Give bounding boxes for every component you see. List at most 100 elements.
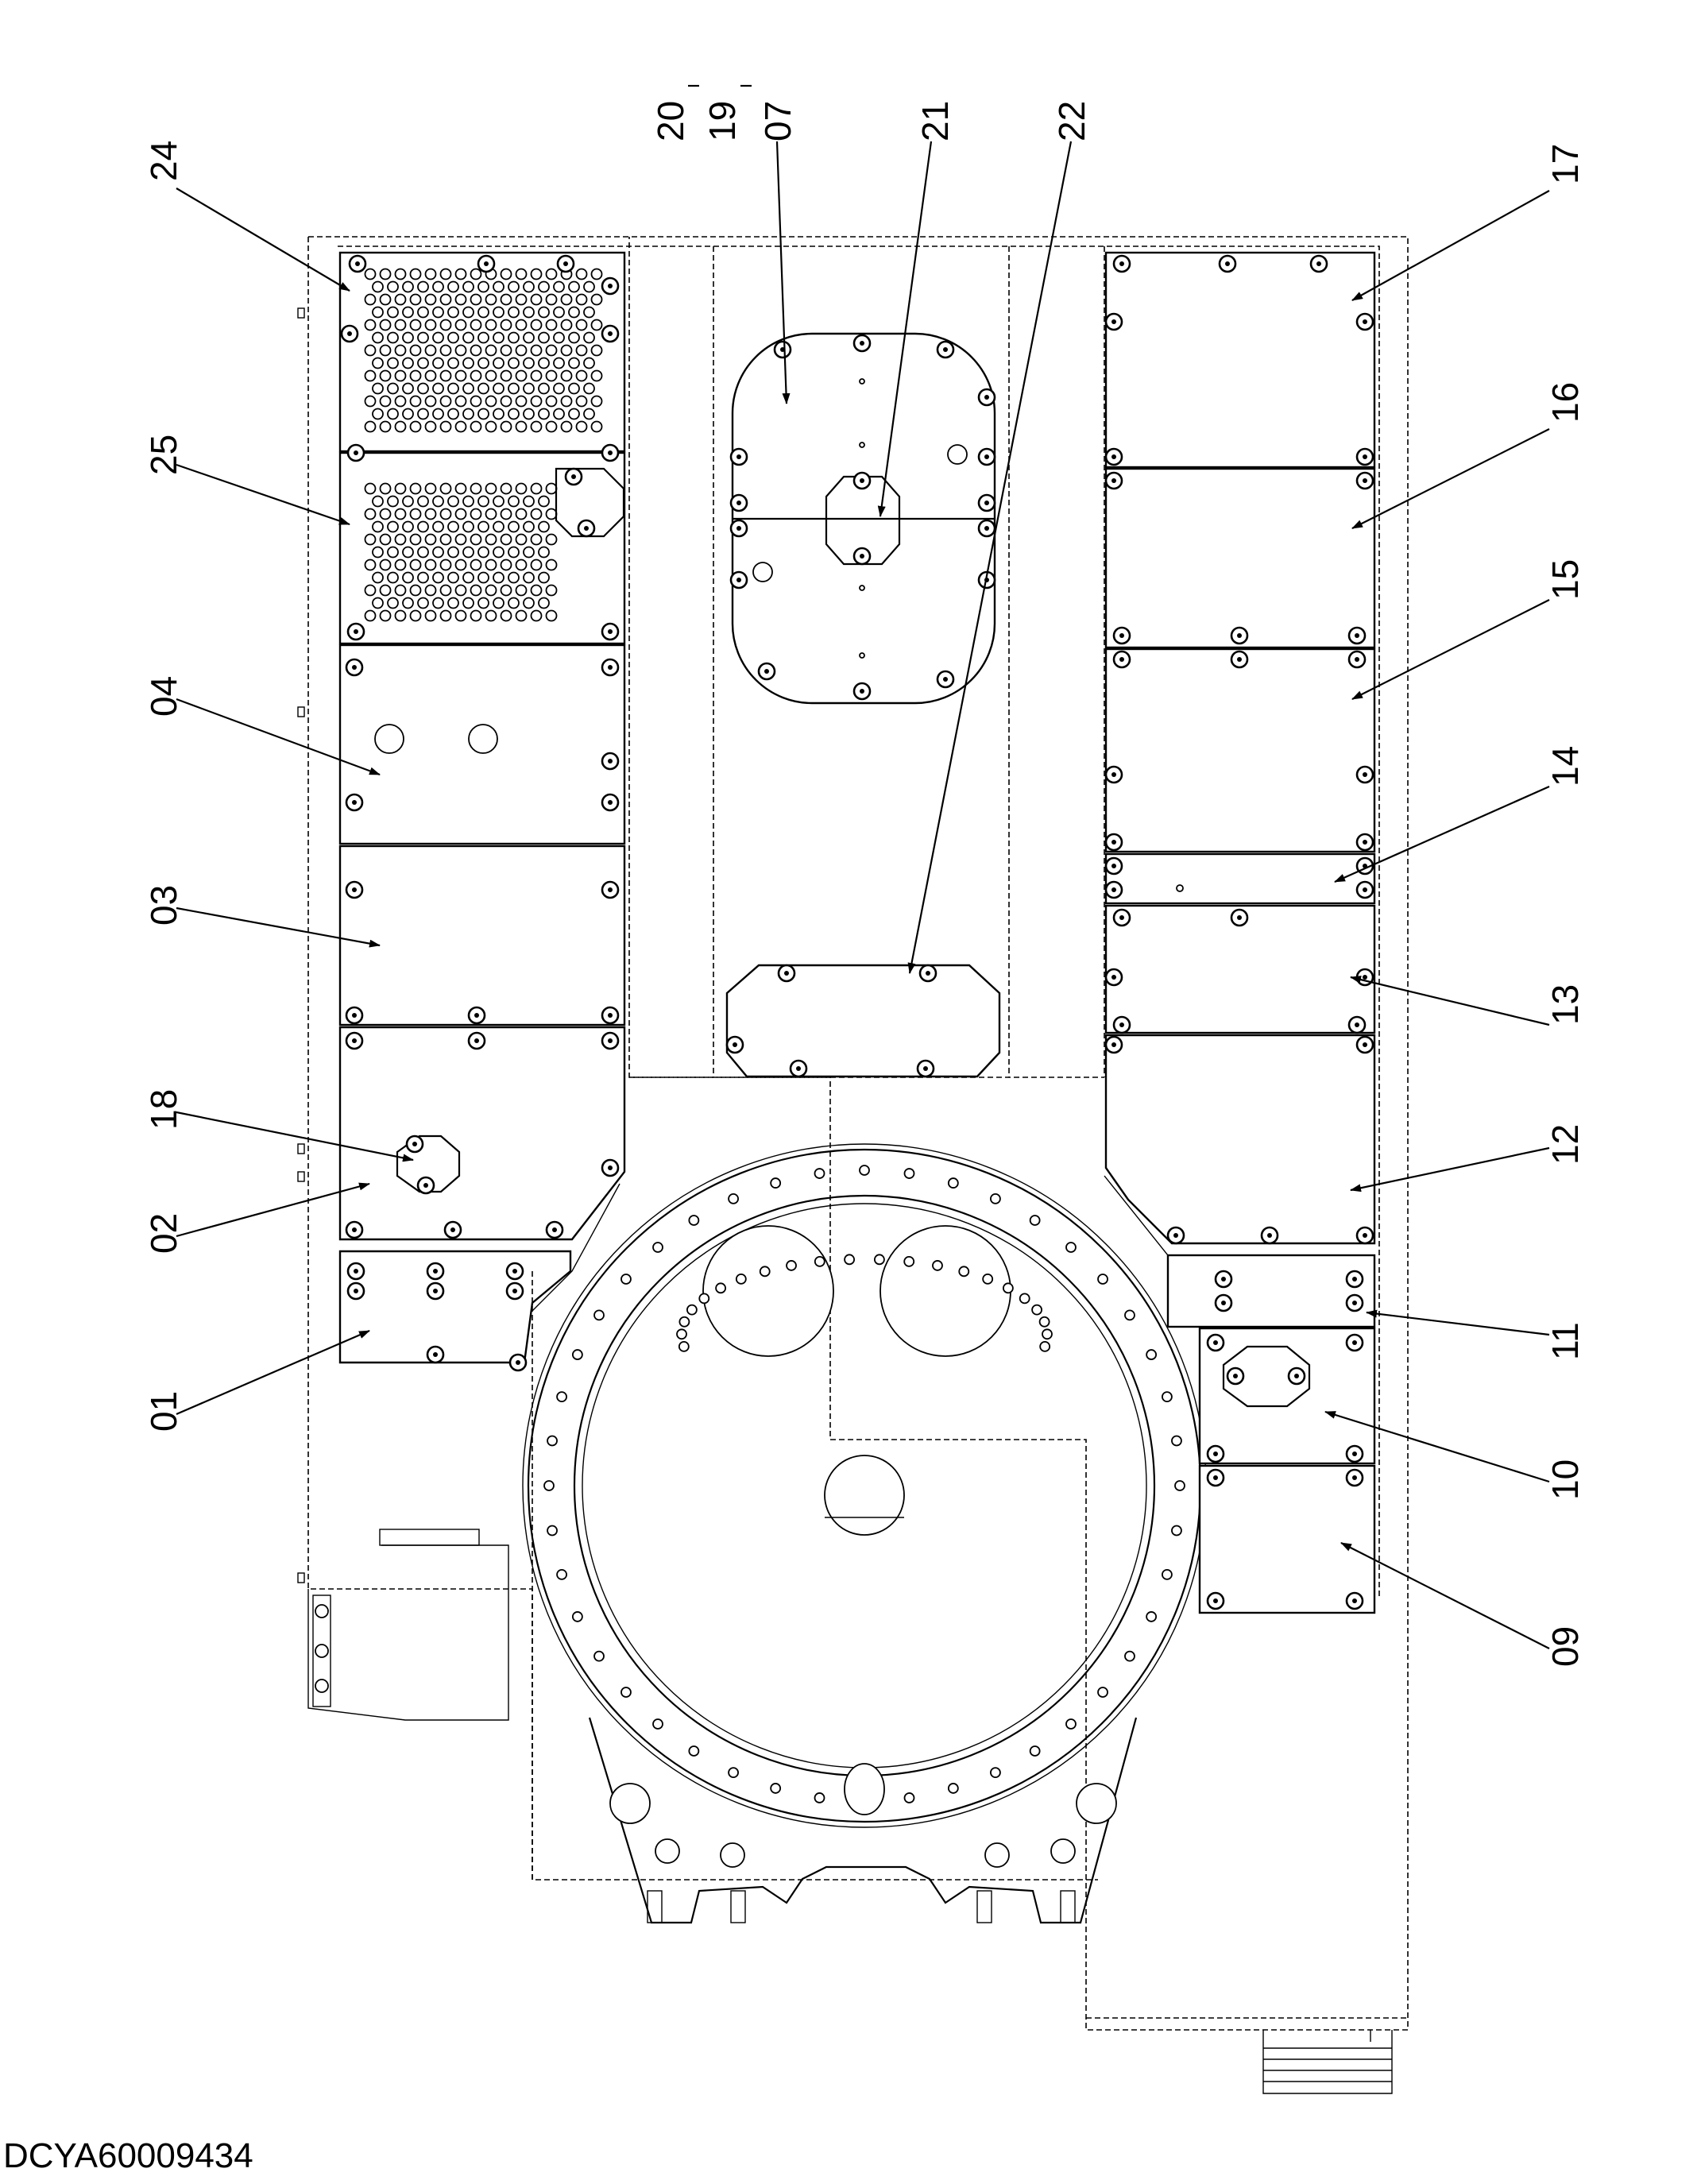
callout-04: 04 — [143, 676, 184, 717]
perforation-hole — [515, 369, 528, 382]
perforation-hole — [477, 280, 489, 293]
perforation-hole — [394, 420, 407, 433]
perforation-hole — [545, 559, 558, 571]
perforation-hole — [387, 280, 399, 293]
inner-bolt-hole — [759, 1266, 771, 1278]
ring-bolt-hole — [859, 1165, 870, 1176]
ring-bolt-hole — [990, 1767, 1001, 1779]
perforation-hole — [372, 546, 384, 559]
perforation-hole — [387, 331, 399, 344]
perforation-hole — [439, 533, 452, 546]
perforation-hole — [387, 495, 399, 508]
perforation-hole — [364, 420, 377, 433]
perforation-hole — [500, 584, 512, 597]
inner-bolt-hole — [982, 1273, 994, 1285]
perforation-hole — [462, 520, 474, 533]
perforation-hole — [379, 319, 392, 331]
leader-11 — [1366, 1309, 1550, 1336]
callout-labels: 24 25 04 03 18 02 01 20 19 07 21 22 17 1… — [143, 84, 1586, 1667]
perforation-hole — [462, 597, 474, 609]
perforation-hole — [447, 546, 459, 559]
perforation-hole — [394, 319, 407, 331]
perforation-hole — [432, 280, 444, 293]
ring-bolt-hole — [593, 1650, 605, 1662]
bottom-grille — [1262, 2030, 1393, 2094]
leader-18 — [176, 1111, 414, 1162]
perforation-hole — [364, 584, 377, 597]
inner-bolt-hole — [1019, 1293, 1030, 1305]
ring-bolt-hole — [947, 1783, 959, 1794]
perforation-hole — [424, 533, 437, 546]
perforation-hole — [568, 357, 580, 369]
ring-bolt-hole — [652, 1718, 663, 1730]
perforation-hole — [477, 495, 489, 508]
perforation-hole — [523, 571, 535, 584]
perforation-hole — [493, 408, 505, 420]
ring-bolt-hole — [728, 1767, 739, 1779]
perforation-hole — [447, 571, 459, 584]
perforation-hole — [485, 395, 497, 408]
perforation-hole — [372, 571, 384, 584]
perforation-hole — [500, 559, 512, 571]
perforation-hole — [439, 609, 452, 622]
perforation-hole — [432, 546, 444, 559]
perforation-hole — [583, 357, 595, 369]
perforation-hole — [394, 508, 407, 520]
callout-20: 20 — [650, 101, 691, 141]
perforation-hole — [470, 584, 482, 597]
ring-bolt-hole — [556, 1391, 567, 1403]
perforation-hole — [470, 319, 482, 331]
perforation-hole — [394, 369, 407, 382]
perforation-hole — [590, 319, 603, 331]
perforation-hole — [575, 344, 588, 357]
ring-bolt-hole — [620, 1687, 632, 1698]
perforation-hole — [583, 280, 595, 293]
perforation-hole — [508, 306, 520, 319]
perforation-hole — [560, 395, 573, 408]
perforation-hole — [530, 420, 543, 433]
perforation-hole — [568, 408, 580, 420]
perforation-hole — [372, 495, 384, 508]
perforation-hole — [364, 268, 377, 280]
perforation-hole — [477, 306, 489, 319]
inner-bolt-hole — [1002, 1282, 1014, 1294]
perforation-hole — [432, 382, 444, 395]
perforation-hole — [568, 382, 580, 395]
perforation-hole — [402, 382, 414, 395]
ring-bolt-hole — [688, 1215, 700, 1226]
perforation-hole — [470, 293, 482, 306]
perforation-hole — [454, 293, 467, 306]
perforation-hole — [394, 533, 407, 546]
panel-09 — [1198, 1464, 1376, 1614]
perforation-hole — [387, 408, 399, 420]
perforation-hole — [439, 395, 452, 408]
perforation-hole — [364, 559, 377, 571]
ring-bolt-hole — [556, 1568, 567, 1580]
perforation-hole — [560, 319, 573, 331]
ring-bolt-hole — [814, 1792, 825, 1803]
callout-11: 11 — [1544, 1322, 1586, 1360]
perforation-hole — [387, 571, 399, 584]
perforation-hole — [538, 306, 550, 319]
callout-14: 14 — [1544, 746, 1586, 787]
perforation-hole — [402, 597, 414, 609]
panel-02 — [338, 1026, 626, 1241]
inner-bolt-hole — [678, 1316, 690, 1328]
perforation-hole — [575, 395, 588, 408]
perforation-hole — [545, 420, 558, 433]
perforation-hole — [394, 293, 407, 306]
perforation-hole — [454, 609, 467, 622]
perforation-hole — [508, 597, 520, 609]
perforation-hole — [590, 293, 603, 306]
callout-03: 03 — [143, 885, 184, 926]
perforation-hole — [424, 420, 437, 433]
perforation-hole — [379, 395, 392, 408]
perforation-hole — [394, 559, 407, 571]
perforation-hole — [523, 495, 535, 508]
perforation-hole — [462, 280, 474, 293]
perforation-hole — [387, 546, 399, 559]
inner-bolt-hole — [1042, 1328, 1053, 1340]
perforation-hole — [417, 571, 429, 584]
perforation-hole — [379, 533, 392, 546]
perforation-hole — [493, 280, 505, 293]
